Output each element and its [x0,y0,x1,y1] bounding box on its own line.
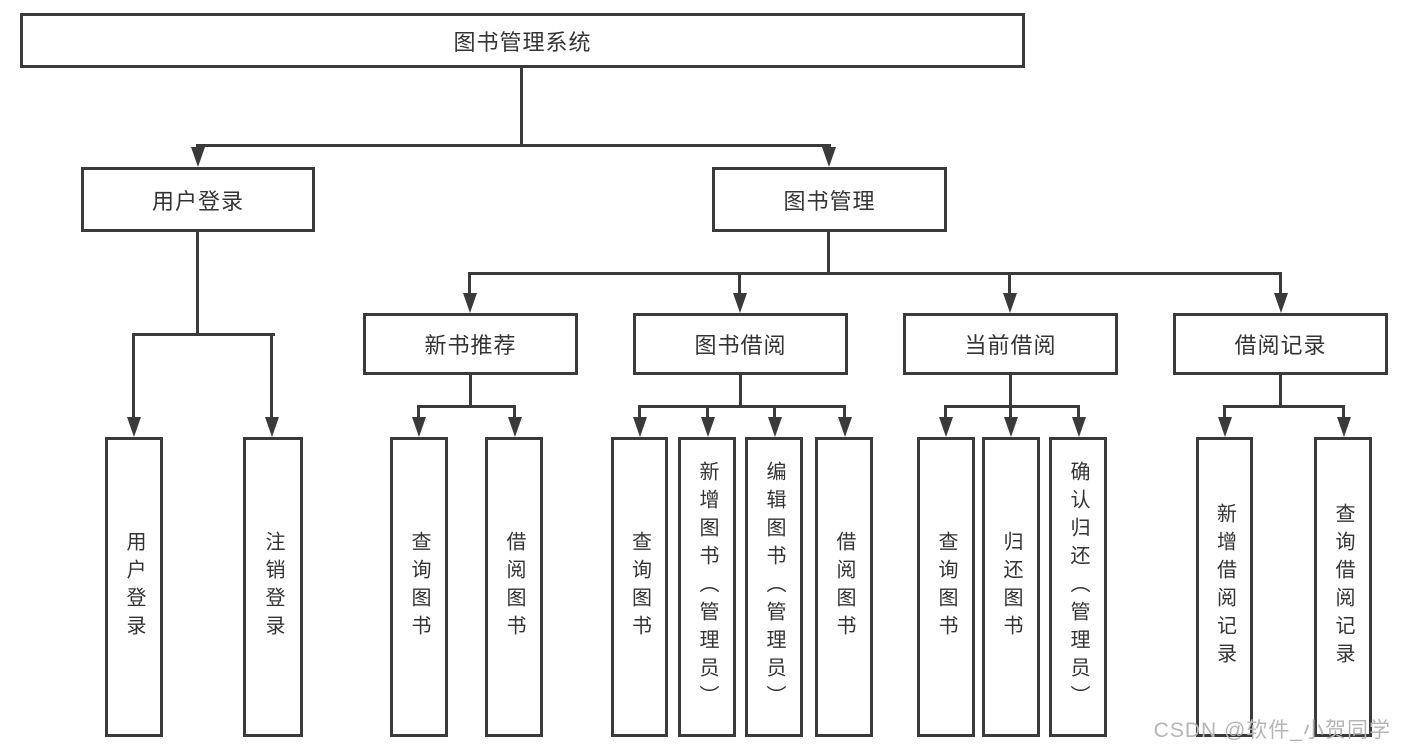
leaf-label: 查询图书 [935,531,957,643]
connector-shaft [638,405,641,421]
arrow-to-leaf [1004,417,1018,437]
node-new-book-recommend: 新书推荐 [363,313,578,375]
node-borrow-records: 借阅记录 [1173,313,1388,375]
leaf-add-borrow-record: 新增借阅记录 [1196,437,1253,737]
connector-shaft [773,405,776,421]
connector-bookmgmt-split [468,272,1282,275]
arrow-to-leaf [701,417,715,437]
connector-shaft [843,405,846,421]
arrow-to-leaf [1072,417,1086,437]
connector-shaft [1009,405,1012,421]
leaf-query-borrow-record: 查询借阅记录 [1314,437,1372,737]
node-current-borrow: 当前借阅 [903,313,1118,375]
leaf-label: 归还图书 [1000,531,1022,643]
connector-shaft [417,405,420,421]
connector-userlogin-stem [196,232,199,336]
arrow-to-leaf [412,417,426,437]
arrow-to-leaf [265,417,279,437]
node-root: 图书管理系统 [20,13,1025,68]
connector-shaft [1342,405,1345,421]
leaf-label: 查询图书 [628,531,651,643]
csdn-watermark: CSDN @软件_小贺同学 [1153,719,1391,742]
leaf-borrow-books-2: 借阅图书 [815,437,873,737]
connector-shaft [1223,405,1226,421]
arrow-to-leaf [1337,417,1351,437]
node-user-login-branch: 用户登录 [81,167,315,232]
leaf-label: 用户登录 [123,531,145,643]
arrow-to-module [733,293,747,313]
leaf-add-books-admin: 新增图书（管理员） [678,437,736,737]
leaf-label: 查询图书 [408,531,430,643]
arrow-to-leaf [1218,417,1232,437]
leaf-user-login: 用户登录 [105,437,163,737]
connector-bookborrow-split [638,405,846,408]
connector-shaft [1077,405,1080,421]
leaf-query-books-1: 查询图书 [390,437,448,737]
arrow-to-leaf [127,417,141,437]
leaf-label: 注销登录 [262,531,284,643]
connector-root-stem [520,68,523,147]
leaf-query-books-2: 查询图书 [611,437,668,737]
leaf-label: 借阅图书 [833,531,855,643]
leaf-edit-books-admin: 编辑图书（管理员） [745,437,803,737]
leaf-confirm-return-admin: 确认归还（管理员） [1049,437,1107,737]
arrow-to-leaf [939,417,953,437]
connector-shaft [1279,272,1282,297]
leaf-label: 借阅图书 [503,531,525,643]
leaf-label: 查询借阅记录 [1332,503,1354,671]
node-book-borrow: 图书借阅 [633,313,848,375]
connector-newbooks-stem [469,375,472,408]
connector-currentborrow-stem [1009,375,1012,408]
arrow-to-leaf [768,417,782,437]
connector-shaft [468,272,471,297]
leaf-borrow-books-1: 借阅图书 [485,437,543,737]
connector-currentborrow-split [944,405,1080,408]
connector-shaft [513,405,516,421]
connector-userlogin-split [132,333,275,336]
arrow-to-module [463,293,477,313]
arrow-to-book-management [822,147,836,167]
arrow-to-leaf [508,417,522,437]
leaf-label: 编辑图书（管理员） [763,461,785,713]
node-book-management: 图书管理 [712,167,947,232]
connector-bookborrow-stem [739,375,742,408]
connector-shaft [706,405,709,421]
connector-borrowrecords-stem [1279,375,1282,408]
connector-shaft [132,333,135,421]
connector-shaft [738,272,741,297]
arrow-to-module [1274,293,1288,313]
arrow-to-module [1003,293,1017,313]
leaf-label: 确认归还（管理员） [1067,461,1089,713]
connector-bookmgmt-stem [827,232,830,275]
connector-shaft [1008,272,1011,297]
leaf-logout: 注销登录 [243,437,303,737]
arrow-to-user-login [191,147,205,167]
leaf-label: 新增图书（管理员） [696,461,718,713]
arrow-to-leaf [633,417,647,437]
connector-shaft [944,405,947,421]
arrow-to-leaf [838,417,852,437]
connector-shaft [270,333,273,421]
connector-root-split [196,144,831,147]
connector-newbooks-split [417,405,516,408]
leaf-query-books-3: 查询图书 [917,437,975,737]
leaf-label: 新增借阅记录 [1213,503,1236,671]
connector-borrowrecords-split [1223,405,1345,408]
leaf-return-books: 归还图书 [982,437,1040,737]
